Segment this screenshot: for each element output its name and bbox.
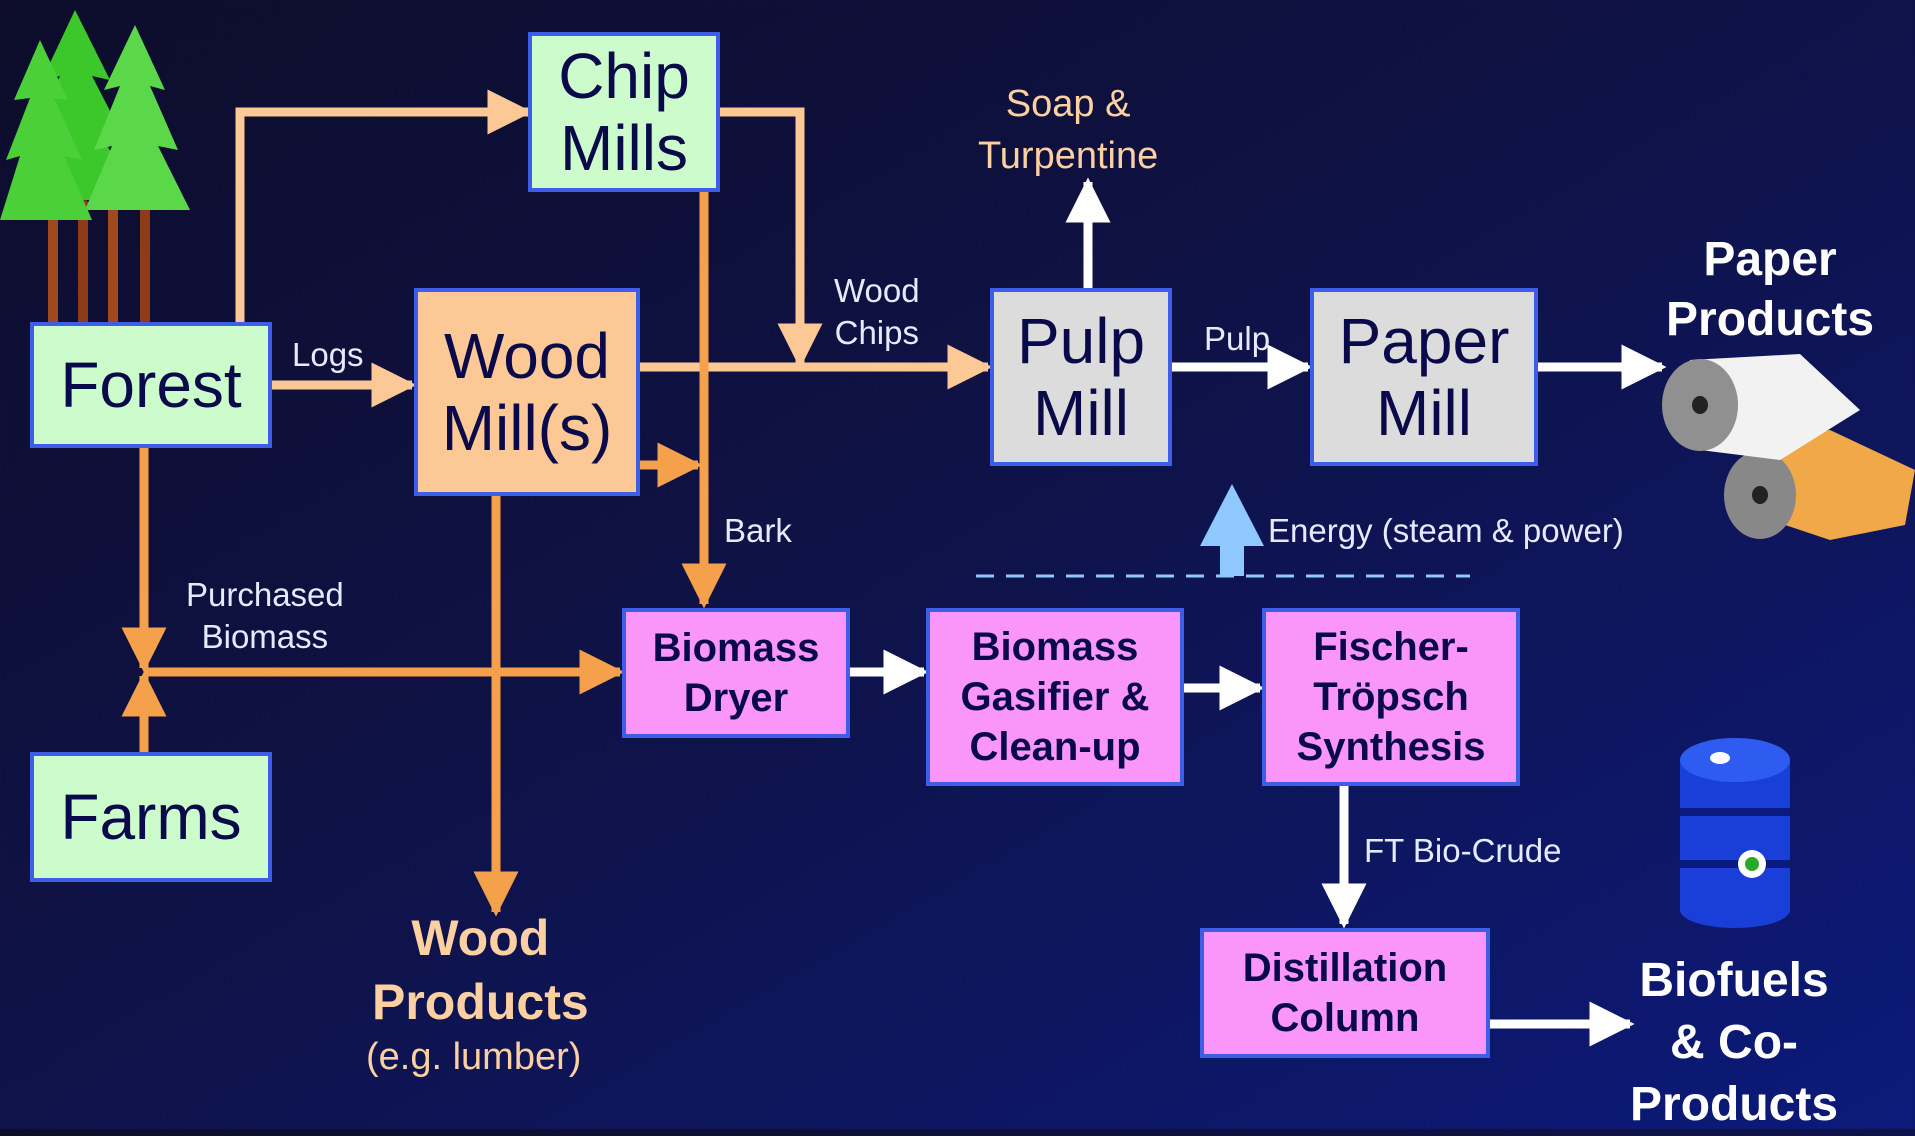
wood-mills-box: Wood Mill(s) — [414, 288, 640, 496]
wood-products-example: (e.g. lumber) — [366, 1036, 581, 1078]
arrow-chip-mills-to-wood-chips — [720, 112, 800, 364]
biofuels-label: Biofuels & Co- Products — [1630, 950, 1838, 1136]
energy-label: Energy (steam & power) — [1268, 510, 1624, 552]
forest-box: Forest — [30, 322, 272, 448]
pulp-label: Pulp — [1204, 318, 1270, 360]
soap-turpentine-label: Soap & Turpentine — [978, 78, 1158, 182]
ft-bio-crude-label: FT Bio-Crude — [1364, 830, 1561, 872]
wood-chips-label: Wood Chips — [834, 270, 920, 354]
chip-mills-box: Chip Mills — [528, 32, 720, 192]
pulp-mill-box: Pulp Mill — [990, 288, 1172, 466]
paper-products-label: Paper Products — [1666, 230, 1874, 350]
bark-label: Bark — [724, 510, 792, 552]
biomass-dryer-box: Biomass Dryer — [622, 608, 850, 738]
farms-box: Farms — [30, 752, 272, 882]
paper-mill-box: Paper Mill — [1310, 288, 1538, 466]
fischer-tropsch-box: Fischer- Tröpsch Synthesis — [1262, 608, 1520, 786]
distillation-column-box: Distillation Column — [1200, 928, 1490, 1058]
energy-arrow — [1200, 484, 1264, 576]
wood-products-label: Wood Products — [372, 906, 589, 1034]
purchased-biomass-label: Purchased Biomass — [186, 574, 344, 658]
biomass-gasifier-box: Biomass Gasifier & Clean-up — [926, 608, 1184, 786]
logs-label: Logs — [292, 334, 364, 376]
